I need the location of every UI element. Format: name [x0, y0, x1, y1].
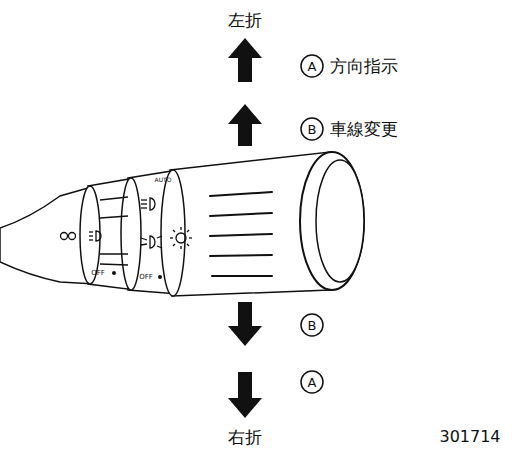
knob-end-cap — [300, 152, 364, 290]
beam-symbol — [141, 198, 162, 248]
switch-marking: OFF — [91, 270, 105, 277]
up-arrow — [228, 104, 262, 146]
off-dot — [158, 275, 162, 279]
callout-letter: A — [308, 60, 317, 73]
up-arrow — [228, 38, 262, 82]
callout-letter: B — [308, 319, 317, 332]
fog-symbol — [61, 231, 102, 241]
down-arrow — [228, 302, 262, 346]
direction-label: 右折 — [228, 429, 262, 446]
function-label: 方向指示 — [330, 58, 398, 75]
ring-edge — [121, 178, 141, 290]
knob-end-face — [316, 160, 364, 282]
function-label: 車線変更 — [330, 121, 398, 138]
switch-marking: OFF — [139, 274, 153, 281]
ring-grip — [100, 197, 128, 265]
switch-marking: AUTO — [155, 177, 172, 183]
down-arrow — [228, 372, 262, 418]
knob-edge — [161, 170, 185, 296]
callout-circle — [301, 371, 323, 393]
figure-number: 301714 — [439, 429, 500, 445]
callout-letter: B — [308, 123, 317, 136]
callout-letter: A — [308, 376, 317, 389]
callout-circle — [301, 55, 323, 77]
direction-label: 左折 — [228, 12, 262, 29]
callout-circle — [301, 118, 323, 140]
grip-lines — [210, 192, 272, 276]
headlight-symbol — [170, 227, 192, 249]
off-dot — [112, 271, 116, 275]
callout-circle — [301, 314, 323, 336]
